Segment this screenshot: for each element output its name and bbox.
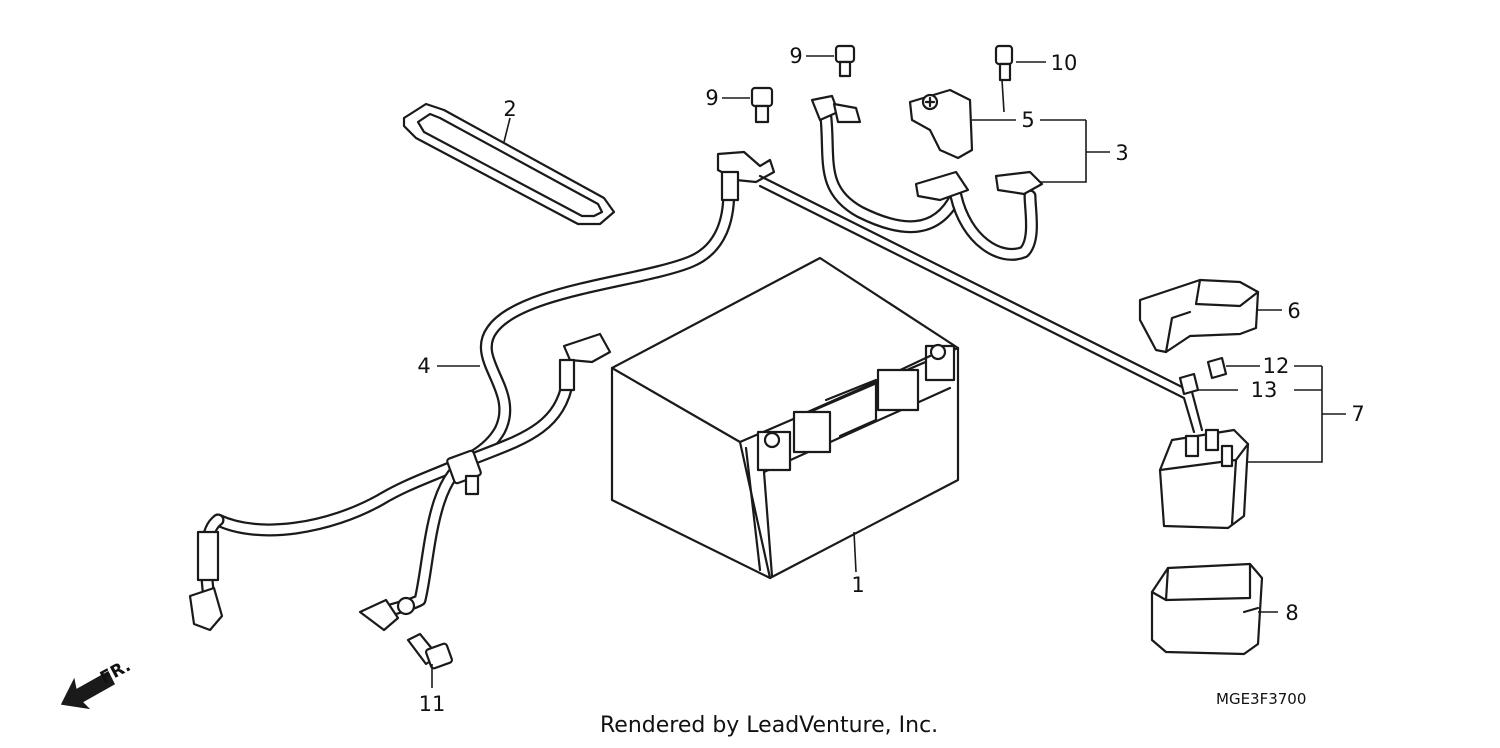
- callout-9-left: 9: [705, 86, 718, 110]
- front-direction-arrow-icon: FR.: [60, 656, 134, 710]
- render-credit: Rendered by LeadVenture, Inc.: [600, 713, 938, 738]
- bolt-9-top-part: [834, 44, 856, 78]
- callout-7: 7: [1351, 402, 1364, 426]
- callout-1: 1: [851, 573, 864, 597]
- battery-strap-part: [402, 102, 616, 226]
- callout-4: 4: [417, 354, 430, 378]
- fuse-13-part: [1178, 372, 1200, 396]
- callout-11: 11: [419, 692, 446, 716]
- callout-6: 6: [1287, 299, 1300, 323]
- starter-relay-part: [1158, 428, 1250, 530]
- battery-cable-part: [810, 94, 1044, 261]
- relay-cover-part: [1138, 278, 1260, 354]
- callout-2: 2: [503, 97, 516, 121]
- callout-12: 12: [1263, 354, 1290, 378]
- leader-lines: [431, 55, 1346, 688]
- fuse-12-part: [1206, 356, 1228, 380]
- bolt-11-part: [406, 632, 454, 670]
- callout-5: 5: [1021, 108, 1034, 132]
- battery-part: [610, 256, 960, 580]
- diagram-code: MGE3F3700: [1216, 690, 1306, 708]
- callout-8: 8: [1285, 601, 1298, 625]
- bolt-10-part: [994, 44, 1014, 82]
- callout-9-top: 9: [789, 44, 802, 68]
- relay-rubber-part: [1150, 562, 1264, 656]
- terminal-cover-part: [908, 88, 974, 160]
- main-harness-cable-part: [188, 150, 776, 632]
- callout-3: 3: [1115, 141, 1128, 165]
- callout-10: 10: [1051, 51, 1078, 75]
- callout-13: 13: [1251, 378, 1278, 402]
- bolt-9-left-part: [750, 86, 774, 124]
